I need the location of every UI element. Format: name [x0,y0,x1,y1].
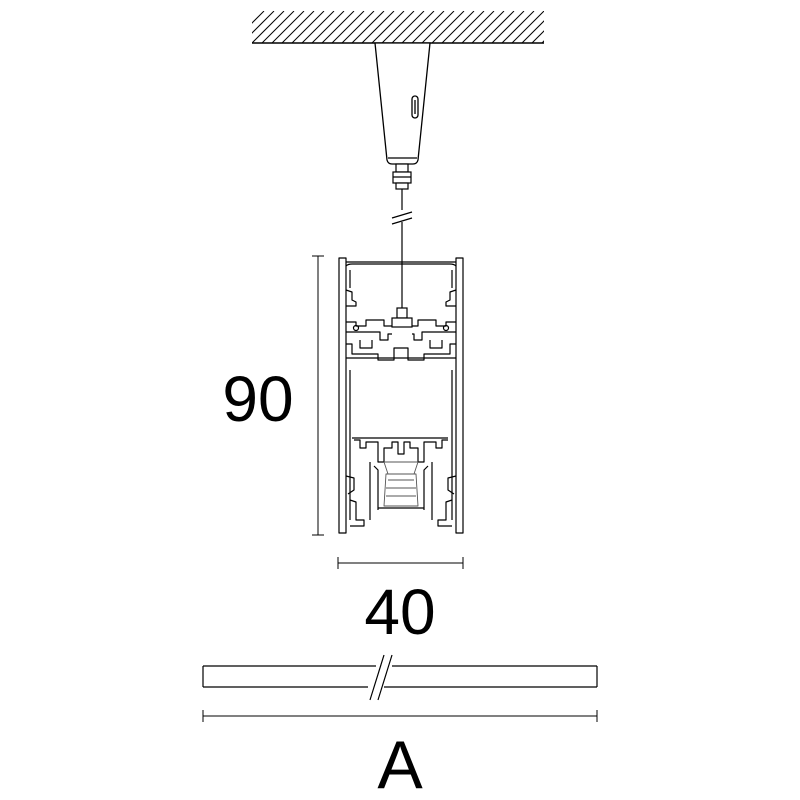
length-label: A [377,727,423,800]
length-dimension [202,710,598,722]
wire-end-fitting [391,307,413,328]
ceiling-hatch [252,11,544,43]
profile-section [338,257,464,534]
ceiling-canopy [374,42,431,165]
height-dimension [312,255,324,536]
suspension-wire [391,198,413,310]
width-label: 40 [364,576,435,648]
profile-length-view [202,654,598,701]
width-dimension [337,557,464,569]
cable-gripper [392,163,412,198]
height-label: 90 [222,363,293,435]
